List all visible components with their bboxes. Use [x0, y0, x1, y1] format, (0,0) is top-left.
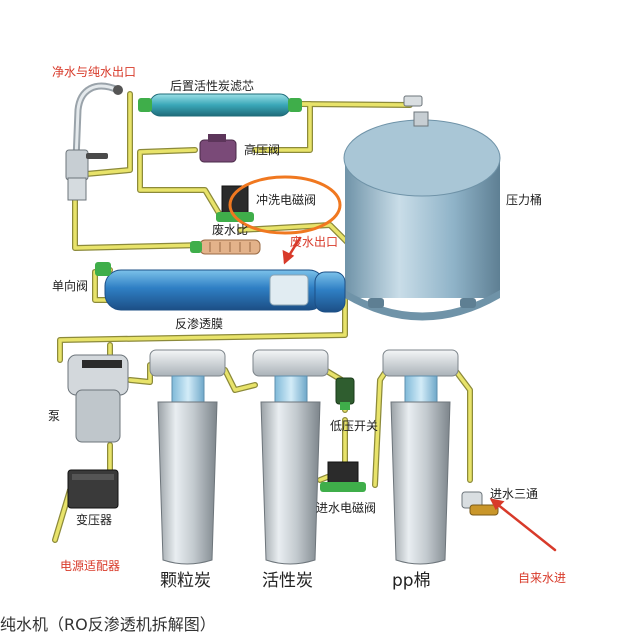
annotation-arrows [282, 236, 557, 552]
label-inlet-solenoid: 进水电磁阀 [316, 500, 376, 515]
inlet-tee [461, 491, 499, 516]
pump [67, 354, 129, 443]
label-pump: 泵 [48, 409, 60, 423]
label-high-pressure-valve: 高压阀 [244, 142, 280, 157]
label-ro-membrane: 反渗透膜 [175, 316, 223, 331]
label-power-adapter: 电源适配器 [60, 559, 120, 573]
ro-membrane [95, 262, 346, 313]
label-waste-ratio: 废水比 [212, 222, 248, 237]
label-check-valve: 单向阀 [52, 278, 88, 293]
label-tap-water-inlet: 自来水进 [518, 571, 566, 585]
label-flush-valve: 冲洗电磁阀 [256, 192, 316, 207]
label-pp-cotton: pp棉 [392, 571, 431, 591]
filter-housing-activated [252, 349, 329, 565]
faucet [65, 82, 123, 201]
label-post-carbon: 后置活性炭滤芯 [170, 79, 254, 93]
label-outlet: 净水与纯水出口 [52, 65, 136, 79]
label-activated-carbon: 活性炭 [262, 571, 313, 591]
label-granular-carbon: 颗粒炭 [160, 571, 211, 591]
label-waste-outlet: 废水出口 [290, 234, 338, 249]
pressure-tank [343, 95, 501, 321]
low-pressure-switch [335, 377, 355, 410]
label-inlet-tee: 进水三通 [490, 487, 538, 501]
label-pressure-tank: 压力桶 [506, 192, 542, 207]
post-carbon-filter [138, 93, 302, 117]
filter-housing-granular [149, 349, 226, 565]
waste-ratio-valve [190, 239, 261, 255]
highlight-circle [228, 175, 342, 235]
label-low-pressure-switch: 低压开关 [330, 419, 378, 433]
inlet-solenoid-valve [320, 461, 366, 492]
transformer [67, 469, 119, 509]
high-pressure-valve [199, 134, 237, 163]
filter-housing-pp [382, 349, 459, 565]
figure-caption: 纯水机（RO反渗透机拆解图） [0, 615, 216, 634]
label-transformer: 变压器 [76, 512, 112, 527]
